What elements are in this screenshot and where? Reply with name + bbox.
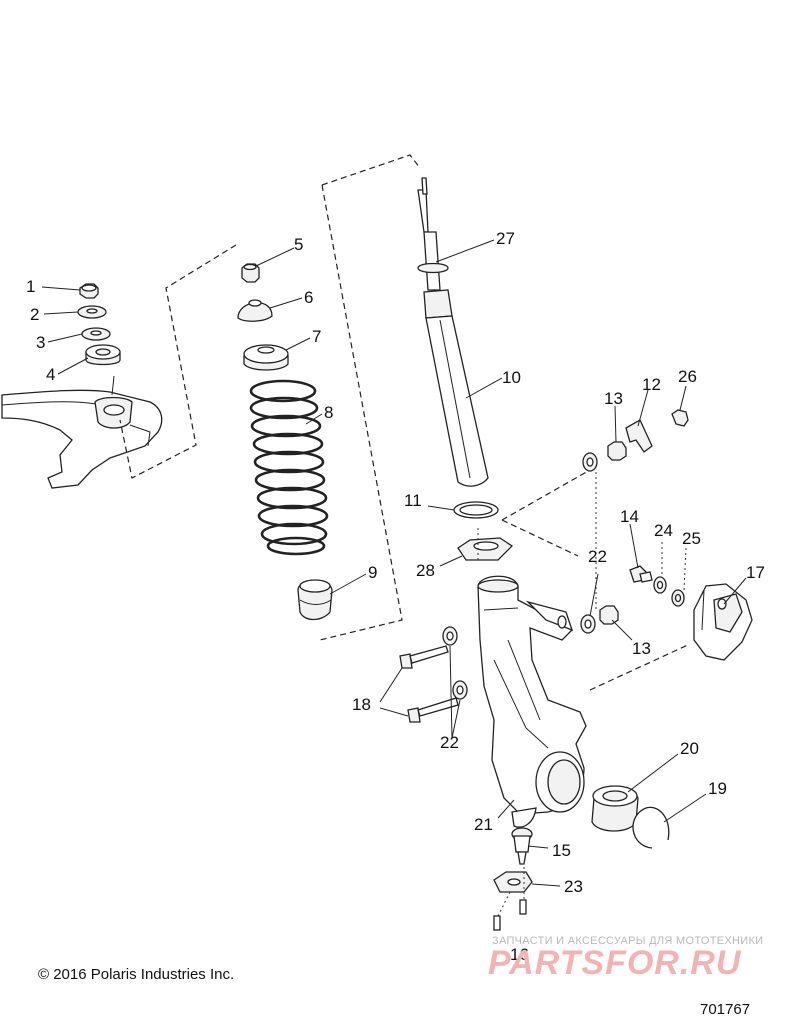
part-19-retaining-ring [632, 806, 670, 849]
shock-to-knuckle-guide-2 [501, 469, 591, 521]
callout-7: 7 [312, 327, 321, 346]
callout-28: 28 [416, 561, 435, 580]
callout-21: 21 [474, 815, 493, 834]
part-7-spring-seat [243, 344, 289, 371]
part-25-washer [671, 589, 685, 607]
part-9-bump-stop [297, 579, 333, 621]
callout-8: 8 [324, 403, 333, 422]
part-20-wheel-bearing [591, 785, 639, 832]
upper-control-arm [1, 375, 163, 489]
part-14-bolt [629, 565, 653, 583]
callout-10: 10 [502, 368, 521, 387]
callout-18: 18 [352, 695, 371, 714]
part-11-seal-ring [453, 501, 499, 519]
callout-9: 9 [368, 563, 377, 582]
guide-dotted-5 [497, 891, 511, 917]
callout-2: 2 [30, 305, 39, 324]
part-13-nuts [599, 441, 627, 625]
part-1-nut [79, 283, 99, 299]
callout-24: 24 [654, 521, 673, 540]
callout-15: 15 [552, 841, 571, 860]
part-4-bushing [85, 344, 121, 366]
part-16-bolts [493, 899, 527, 931]
drawing-number: 701767 [700, 1001, 751, 1018]
part-2-washer [77, 305, 107, 319]
callout-16: 16 [510, 945, 529, 964]
callout-23: 23 [564, 877, 583, 896]
watermark-caption: ЗАПЧАСТИ И АКСЕССУАРЫ ДЛЯ МОТОТЕХНИКИ [492, 935, 764, 947]
part-3-washer [81, 327, 111, 341]
callout-11: 11 [404, 491, 422, 510]
callout-4: 4 [46, 365, 55, 384]
part-21-steering-knuckle [477, 575, 587, 828]
assembly-bracket-left [119, 244, 237, 479]
knuckle-to-sensor-guide [589, 643, 691, 691]
callout-27: 27 [496, 229, 515, 248]
part-28-strut-mount [457, 537, 514, 561]
callout-13-upper: 13 [604, 389, 623, 408]
part-23-plate [493, 871, 533, 893]
part-5-nut [241, 263, 260, 283]
callout-14: 14 [620, 507, 639, 526]
callout-13-lower: 13 [632, 639, 651, 658]
part-22-washers [442, 452, 598, 700]
part-8-coil-spring [249, 379, 329, 556]
assembly-bracket-shock [321, 154, 421, 186]
watermark-logo: PARTSFOR.RU [488, 944, 742, 982]
callout-25: 25 [682, 529, 701, 548]
part-18-bolts [399, 645, 459, 723]
callout-22-left: 22 [440, 733, 459, 752]
part-17-sensor-bracket [693, 583, 753, 661]
part-10-shock-absorber [417, 177, 489, 487]
callout-1: 1 [26, 277, 35, 296]
callout-5: 5 [294, 235, 303, 254]
part-15-ball-joint [511, 827, 533, 865]
guide-dotted-3 [683, 547, 687, 591]
copyright-text: © 2016 Polaris Industries Inc. [38, 966, 235, 983]
callout-22-right: 22 [588, 547, 607, 566]
assembly-bracket-shock-side [319, 184, 403, 641]
part-26-nut [671, 409, 689, 427]
callout-6: 6 [304, 288, 313, 307]
shock-to-knuckle-guide [501, 519, 579, 557]
callout-12: 12 [642, 375, 661, 394]
part-12-bracket-clip [625, 419, 653, 453]
callout-20: 20 [680, 739, 699, 758]
callout-numbers: 1 2 3 4 5 6 7 8 9 10 11 12 13 13 14 15 1… [26, 229, 765, 964]
callout-19: 19 [708, 779, 727, 798]
callout-3: 3 [36, 333, 45, 352]
leader-lines [41, 239, 747, 887]
callout-26: 26 [678, 367, 697, 386]
part-6-spring-cup [237, 299, 273, 322]
callout-17: 17 [746, 563, 765, 582]
part-24-washer [653, 576, 667, 594]
